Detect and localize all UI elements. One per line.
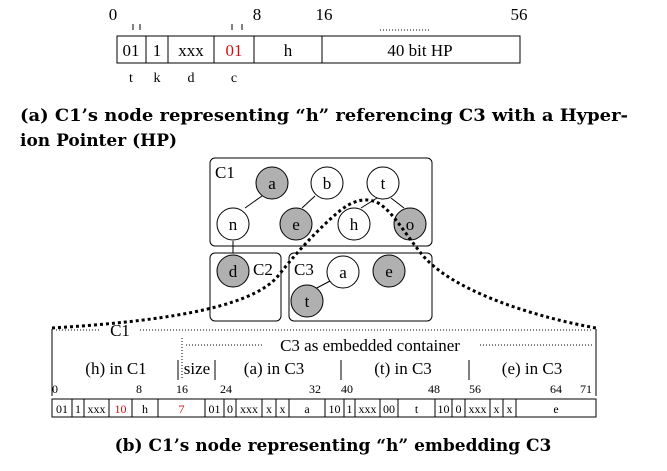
segment-t-in-c3: (t) in C3 (374, 359, 432, 378)
bit-cell: xxx (240, 402, 258, 416)
field-hp: 40 bit HP (387, 41, 452, 60)
bit-cell: 1 (75, 402, 81, 416)
bpos-48: 48 (428, 382, 440, 396)
bit-cell: 0 (227, 402, 233, 416)
caption-a-line1: (a) C1’s node representing “h” referenci… (20, 106, 628, 126)
bit-cell: 01 (209, 402, 221, 416)
node-e (279, 207, 313, 241)
segment-h-in-c1: (h) in C1 (85, 359, 146, 378)
edge-a-n (244, 195, 263, 209)
tag-d: d (188, 71, 195, 86)
segment-size: size (184, 359, 210, 378)
field-char: h (284, 41, 293, 60)
bpos-64: 64 (550, 382, 562, 396)
field-container: 01 (226, 41, 243, 60)
caption-a-line2: ion Pointer (HP) (20, 131, 177, 151)
part-a-diagram: 0 8 16 56 01 1 xxx 01 h 40 bit HP t k d … (109, 5, 528, 86)
bit-cell: 0 (456, 402, 462, 416)
bpos-24: 24 (220, 382, 232, 396)
node-c3-t (290, 284, 324, 318)
node-t-label: t (381, 174, 386, 193)
node-b (310, 166, 344, 200)
segment-a-in-c3: (a) in C3 (244, 359, 304, 378)
bit-cell: a (304, 402, 310, 416)
bit-cell: 10 (329, 402, 341, 416)
edge-b-e (301, 195, 316, 209)
bit-cell: 10 (438, 402, 450, 416)
bit-pos-16: 16 (316, 5, 333, 24)
bpos-16: 16 (176, 382, 188, 396)
tag-t: t (129, 71, 133, 86)
embedded-bitrow (51, 398, 597, 418)
trie-diagram: C1 C2 C3 a b t n e h o d a e t (209, 157, 433, 322)
node-c3-a-label: a (339, 263, 347, 282)
node-o-label: o (406, 215, 415, 234)
node-d-label: d (229, 262, 238, 281)
node-c3-e-label: e (385, 262, 393, 281)
bit-cell: 7 (179, 402, 185, 416)
bit-cell: 10 (115, 402, 127, 416)
bit-cell: x (507, 402, 513, 416)
node-e-label: e (292, 215, 300, 234)
node-h-label: h (350, 215, 359, 234)
field-type: 01 (123, 41, 140, 60)
tag-c: c (231, 71, 237, 86)
edge-t-h (360, 197, 378, 209)
bit-pos-56: 56 (511, 5, 528, 24)
node-c3-t-label: t (305, 292, 310, 311)
part-b-diagram: C1 C3 as embedded container (h) in C1 si… (51, 321, 597, 418)
container-c1 (209, 157, 433, 247)
edge-t-o (390, 197, 405, 209)
zoom-outline (51, 198, 597, 330)
bit-cell: xxx (359, 402, 377, 416)
bit-pos-8: 8 (253, 5, 262, 24)
container-c3 (288, 252, 433, 322)
bpos-0: 0 (52, 382, 58, 396)
bit-cell: t (415, 402, 419, 416)
bpos-40: 40 (341, 382, 353, 396)
bit-cell: x (494, 402, 500, 416)
container-c2 (209, 252, 282, 322)
bit-cell: 01 (56, 402, 68, 416)
c2-label: C2 (253, 260, 273, 279)
bit-cell: 1 (347, 402, 353, 416)
node-bitfield (116, 35, 521, 64)
node-b-label: b (323, 174, 332, 193)
node-a (255, 166, 289, 200)
node-h (337, 207, 371, 241)
caption-b: (b) C1’s node representing “h” embedding… (115, 436, 552, 456)
node-a-label: a (268, 174, 276, 193)
bit-pos-0: 0 (109, 5, 118, 24)
bit-cell: 00 (383, 402, 395, 416)
c3-label: C3 (294, 260, 314, 279)
bpos-56: 56 (469, 382, 481, 396)
node-n-label: n (229, 215, 238, 234)
field-key: 1 (153, 41, 162, 60)
bit-cell: xxx (469, 402, 487, 416)
bit-cell: x (266, 402, 272, 416)
node-t (366, 166, 400, 200)
embedded-label: C3 as embedded container (280, 336, 460, 355)
node-c3-e (372, 254, 406, 288)
node-c3-a (326, 255, 360, 289)
c1-span-label: C1 (110, 321, 130, 340)
bpos-32: 32 (309, 382, 321, 396)
field-delta: xxx (178, 41, 204, 60)
segment-e-in-c3: (e) in C3 (502, 359, 562, 378)
bpos-8: 8 (136, 382, 142, 396)
c1-label: C1 (215, 163, 235, 182)
bit-cell: e (553, 402, 558, 416)
node-n (216, 207, 250, 241)
bpos-71: 71 (580, 382, 592, 396)
tag-k: k (154, 71, 161, 86)
bit-cell: xxx (88, 402, 106, 416)
bit-cell: x (280, 402, 286, 416)
bit-cell: h (142, 402, 148, 416)
node-d (216, 254, 250, 288)
